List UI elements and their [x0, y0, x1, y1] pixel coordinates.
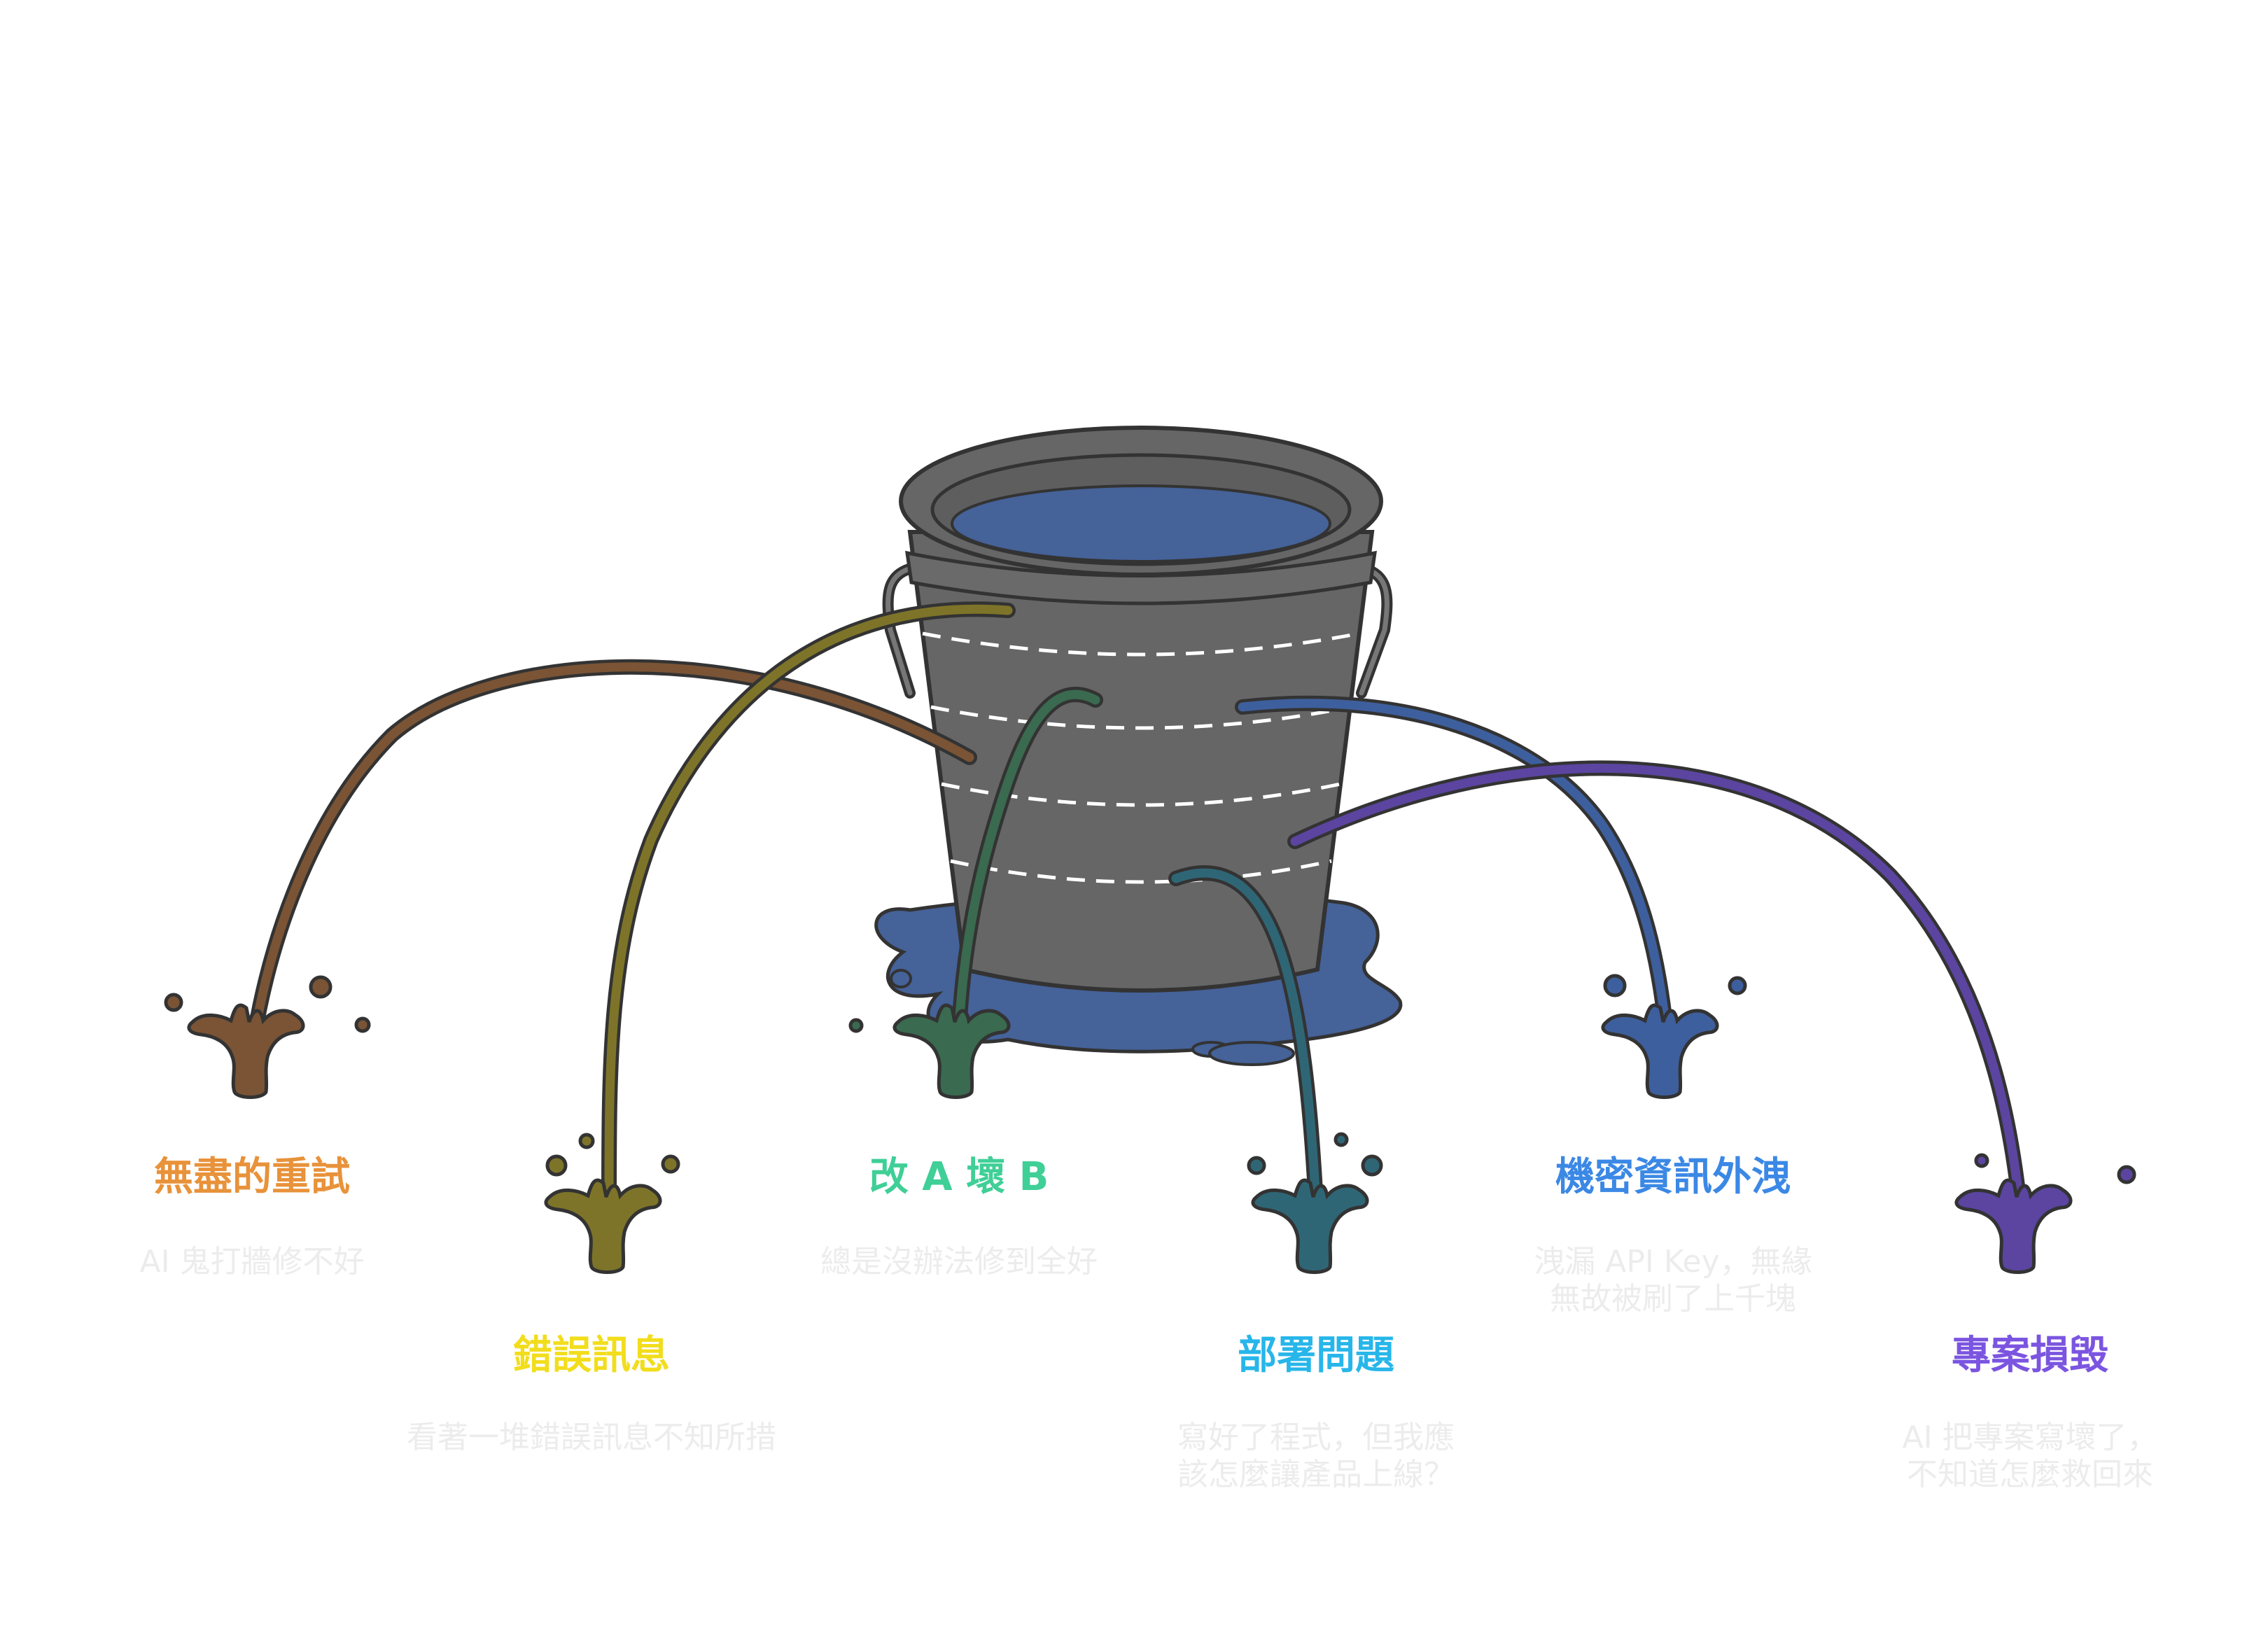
- leak-title: 部署問題: [1238, 1333, 1394, 1378]
- splash-project-destroyed: [1956, 1153, 2136, 1273]
- bucket-band: [905, 550, 1377, 606]
- splash-fix-a-break-b: [848, 1005, 1009, 1097]
- stream-error-messages: [601, 601, 1016, 1212]
- leak-title: 機密資訊外洩: [1555, 1154, 1791, 1200]
- stream-deployment: [1168, 865, 1324, 1212]
- splash-error-messages: [546, 1133, 680, 1273]
- leak-title: 改 A 壞 B: [869, 1154, 1049, 1200]
- label-endless-retry: 無盡的重試 AI 鬼打牆修不好: [56, 1141, 448, 1294]
- stream-secret-leak: [1235, 695, 1674, 1037]
- leak-streams: [248, 601, 2027, 1212]
- label-fix-a-break-b: 改 A 壞 B 總是沒辦法修到全好: [763, 1141, 1155, 1294]
- stream-endless-retry: [248, 659, 977, 1037]
- leak-description: AI 鬼打牆修不好: [139, 1244, 365, 1280]
- label-error-messages: 錯誤訊息 看著一堆錯誤訊息不知所措: [396, 1320, 788, 1469]
- leak-description: 總是沒辦法修到全好: [820, 1244, 1098, 1280]
- leak-description: AI 把專案寫壞了， 不知道怎麼救回來: [1902, 1420, 2158, 1492]
- bucket-dashes: [922, 631, 1360, 884]
- leak-description: 看著一堆錯誤訊息不知所措: [407, 1420, 776, 1456]
- splash-deployment: [1247, 1132, 1383, 1273]
- leak-title: 專案損毀: [1952, 1333, 2108, 1378]
- leak-title: 錯誤訊息: [513, 1333, 670, 1378]
- leak-description: 寫好了程式，但我應 該怎麼讓產品上線？: [1177, 1420, 1455, 1492]
- label-deployment: 部署問題 寫好了程式，但我應 該怎麼讓產品上線？: [1120, 1320, 1512, 1506]
- label-project-destroyed: 專案損毀 AI 把專案寫壞了， 不知道怎麼救回來: [1834, 1320, 2226, 1506]
- splash-secret-leak: [1603, 974, 1747, 1098]
- bucket-water: [951, 484, 1331, 563]
- leak-title: 無盡的重試: [154, 1154, 350, 1200]
- stream-project-destroyed: [1287, 760, 2027, 1212]
- leak-description: 洩漏 API Key，無緣 無故被刷了上千塊: [1534, 1244, 1812, 1317]
- splash-endless-retry: [164, 975, 371, 1098]
- stream-fix-a-break-b: [951, 687, 1103, 1037]
- label-secret-leak: 機密資訊外洩 洩漏 API Key，無緣 無故被刷了上千塊: [1477, 1141, 1869, 1331]
